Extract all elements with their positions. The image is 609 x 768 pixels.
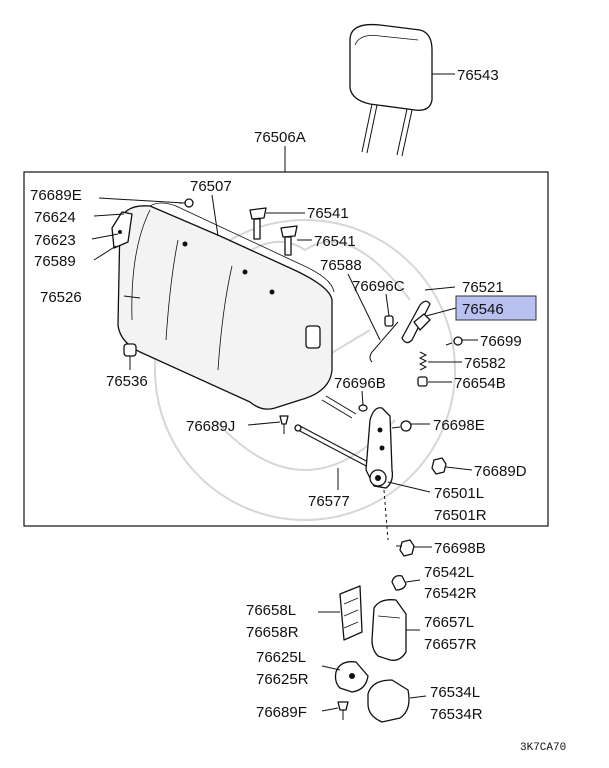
label-76624: 76624 [34,209,76,226]
label-76696C: 76696C [352,278,405,295]
label-76698B: 76698B [434,540,486,557]
part-screw-76689D [431,457,447,475]
leader-76589 [93,245,117,261]
leader-76526 [123,295,141,299]
label-76657R: 76657R [424,636,477,653]
label-76689F: 76689F [256,704,307,721]
highlight-box-76546[interactable] [455,295,537,321]
leader-76689E [98,197,185,204]
part-bracket-76658 [339,585,363,641]
label-76582: 76582 [464,355,506,372]
label-76521: 76521 [462,279,504,296]
label-76689D: 76689D [474,463,527,480]
diagram-code: 3K7CA70 [520,742,566,754]
label-76625L: 76625L [256,649,306,666]
label-76534L: 76534L [430,684,480,701]
part-rod-76588 [369,321,399,363]
label-76541b: 76541 [314,233,356,250]
part-screw-76689J [279,415,289,434]
label-76536: 76536 [106,373,148,390]
part-headrest [349,23,433,157]
leader-76696C [385,293,390,317]
part-screw-76699 [445,336,463,346]
label-76689E: 76689E [30,187,82,204]
label-76501L: 76501L [434,485,484,502]
label-76589: 76589 [34,253,76,270]
label-76623: 76623 [34,232,76,249]
leader-76521 [424,286,456,291]
leader-76624 [93,213,125,217]
part-handle-76625 [334,661,369,693]
leader-76689J [247,421,281,426]
label-76658R: 76658R [246,624,299,641]
part-bushing-76654B [417,376,428,387]
label-76546[interactable]: 76546 [462,301,504,318]
part-clip-76696B [358,404,368,412]
part-headrest-guide-1 [249,207,267,240]
part-cap-76542 [391,574,407,591]
label-76588: 76588 [320,257,362,274]
leader-76546 [425,307,457,317]
label-76657L: 76657L [424,614,474,631]
label-76654B: 76654B [454,375,506,392]
label-76541a: 76541 [307,205,349,222]
label-76542R: 76542R [424,585,477,602]
label-76689J: 76689J [186,418,235,435]
assembly-frame [23,171,549,527]
label-76507: 76507 [190,178,232,195]
part-cap-76536 [123,343,137,357]
leader-76507 [211,194,219,237]
label-76696B: 76696B [334,375,386,392]
part-bolt-76698B [396,539,415,557]
label-76658L: 76658L [246,602,296,619]
label-76698E: 76698E [433,417,485,434]
part-spring-76582 [418,351,428,371]
part-latch-76501 [365,407,394,541]
leader-76542 [405,579,421,583]
leader-76501 [387,481,431,493]
label-76577: 76577 [308,493,350,510]
part-bolt-76698E [391,420,412,432]
assembly-label: 76506A [254,129,306,146]
part-seatback-cushion [117,202,335,410]
part-pivot-shafts [294,395,373,469]
label-76542L: 76542L [424,564,474,581]
leader-76625 [321,665,341,671]
label-76501R: 76501R [434,507,487,524]
part-knob-76546 [413,313,431,331]
label-76699: 76699 [480,333,522,350]
part-cap-76534 [367,679,410,723]
part-clip-76696C [384,315,394,327]
label-76543: 76543 [457,67,499,84]
part-headrest-guide-2 [280,225,298,256]
part-screw-76689F [337,701,349,720]
leader-76588 [347,273,381,341]
leader-76534 [409,695,427,699]
leader-76689D [445,466,473,471]
part-cover-76657 [371,599,407,661]
leader-76623 [91,233,119,240]
label-76625R: 76625R [256,671,309,688]
label-76534R: 76534R [430,706,483,723]
leader-76689F [321,707,339,712]
label-76526: 76526 [40,289,82,306]
leader-76696B [361,390,364,406]
